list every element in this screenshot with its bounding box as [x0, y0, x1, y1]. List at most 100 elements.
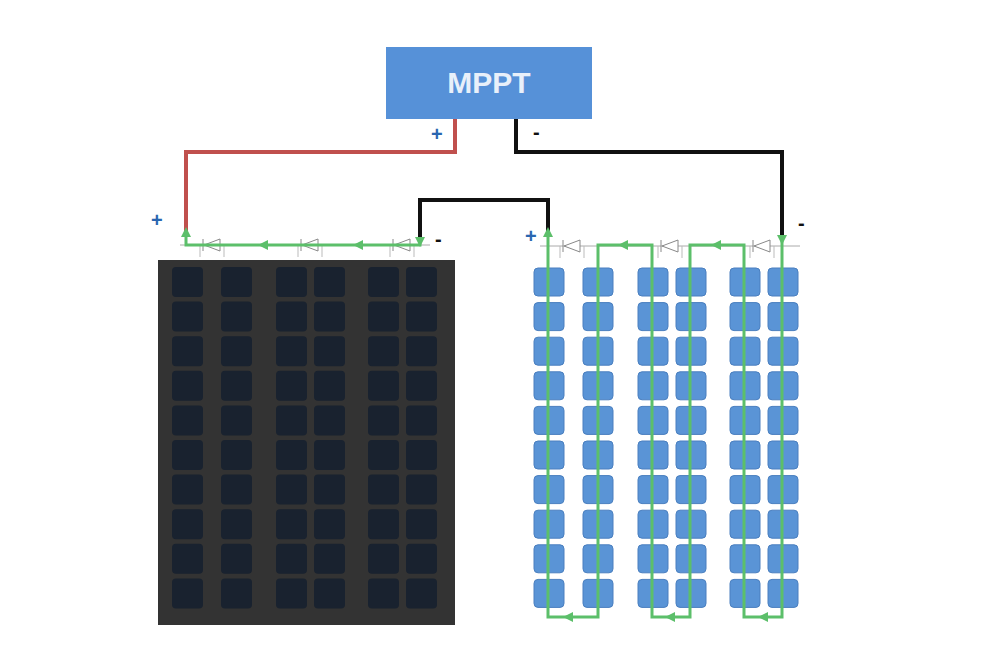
bypass-diode: [564, 240, 580, 252]
solar-cell: [368, 371, 399, 401]
current-arrow: [758, 612, 768, 622]
current-arrow: [543, 227, 553, 237]
current-arrow: [258, 240, 268, 250]
solar-cell: [172, 405, 203, 435]
solar-cell: [221, 267, 252, 297]
solar-cell: [221, 336, 252, 366]
solar-cell: [314, 336, 345, 366]
solar-cell: [172, 302, 203, 332]
solar-cell: [314, 509, 345, 539]
diode-lead: [322, 245, 323, 257]
solar-cell: [406, 302, 437, 332]
solar-cell: [314, 405, 345, 435]
solar-cell: [368, 578, 399, 608]
current-arrow: [618, 240, 628, 250]
solar-cell: [314, 371, 345, 401]
bypass-diode: [662, 240, 678, 252]
solar-cell: [221, 371, 252, 401]
solar-cell: [314, 267, 345, 297]
solar-cell: [172, 371, 203, 401]
solar-cell: [172, 336, 203, 366]
solar-cell: [368, 336, 399, 366]
solar-cell: [276, 475, 307, 505]
polarity-label: -: [533, 122, 540, 142]
diode-lead: [750, 246, 751, 258]
diode-lead: [414, 245, 415, 257]
solar-cell: [276, 405, 307, 435]
solar-cell: [406, 475, 437, 505]
current-arrow: [415, 237, 425, 247]
solar-cell: [368, 440, 399, 470]
current-arrow: [353, 240, 363, 250]
solar-cell: [314, 544, 345, 574]
solar-cell: [406, 509, 437, 539]
controller-box: MPPT: [386, 47, 592, 119]
current-path: [548, 236, 782, 617]
left-panel: [158, 260, 455, 625]
diode-lead: [658, 246, 659, 258]
bypass-diode: [754, 240, 770, 252]
solar-cell: [221, 302, 252, 332]
box-title: MPPT: [447, 66, 530, 100]
solar-cell: [314, 440, 345, 470]
solar-cell: [172, 509, 203, 539]
solar-cell: [406, 405, 437, 435]
solar-cell: [368, 475, 399, 505]
solar-cell: [221, 405, 252, 435]
solar-cell: [276, 302, 307, 332]
solar-cell: [276, 509, 307, 539]
positive-wire: [186, 118, 455, 232]
solar-cell: [172, 440, 203, 470]
current-arrow: [665, 612, 675, 622]
solar-cell: [172, 578, 203, 608]
solar-cell: [406, 544, 437, 574]
solar-cell: [406, 267, 437, 297]
diode-lead: [390, 245, 391, 257]
negative-wire: [516, 118, 782, 236]
polarity-label: -: [798, 213, 805, 233]
solar-cell: [406, 371, 437, 401]
solar-cell: [172, 267, 203, 297]
solar-cell: [221, 475, 252, 505]
solar-cell: [406, 336, 437, 366]
solar-cell: [276, 336, 307, 366]
current-arrow: [711, 240, 721, 250]
bypass-diode: [753, 240, 754, 252]
polarity-label: +: [431, 124, 443, 144]
solar-cell: [221, 544, 252, 574]
solar-cell: [368, 405, 399, 435]
diode-lead: [224, 245, 225, 257]
diode-lead: [200, 245, 201, 257]
diode-lead: [682, 246, 683, 258]
solar-cell: [368, 267, 399, 297]
diode-lead: [298, 245, 299, 257]
solar-cell: [406, 578, 437, 608]
solar-cell: [276, 544, 307, 574]
solar-cell: [314, 302, 345, 332]
polarity-label: +: [525, 226, 537, 246]
solar-cell: [221, 578, 252, 608]
solar-cell: [221, 509, 252, 539]
solar-cell: [276, 578, 307, 608]
bypass-diode: [661, 240, 662, 252]
solar-cell: [276, 371, 307, 401]
polarity-label: -: [435, 229, 442, 249]
solar-cell: [172, 475, 203, 505]
solar-cell: [314, 578, 345, 608]
diode-lead: [584, 246, 585, 258]
solar-cell: [406, 440, 437, 470]
current-arrow: [777, 235, 787, 245]
diode-lead: [560, 246, 561, 258]
solar-cell: [368, 302, 399, 332]
diode-lead: [774, 246, 775, 258]
current-path: [186, 236, 420, 245]
current-arrow: [563, 612, 573, 622]
solar-cell: [368, 544, 399, 574]
bypass-diode: [563, 240, 564, 252]
solar-cell: [221, 440, 252, 470]
polarity-label: +: [151, 210, 163, 230]
solar-cell: [368, 509, 399, 539]
current-arrow: [181, 227, 191, 237]
solar-cell: [276, 267, 307, 297]
